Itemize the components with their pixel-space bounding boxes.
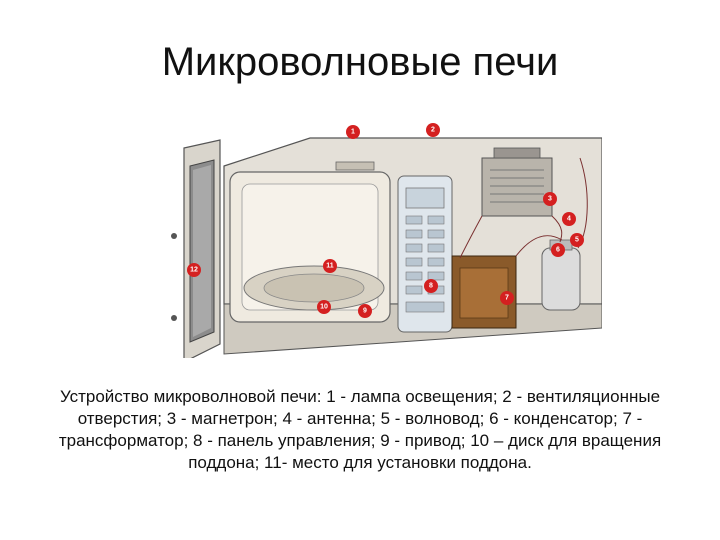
oven-cavity [229, 161, 391, 323]
magnetron [481, 147, 553, 217]
callout-markers: 1 2 3 4 5 6 7 8 9 10 11 12 [187, 123, 584, 318]
marker-4: 4 [567, 216, 571, 223]
marker-3: 3 [548, 196, 552, 203]
marker-11: 11 [326, 263, 334, 270]
marker-5: 5 [575, 237, 579, 244]
figure-caption: Устройство микроволновой печи: 1 - лампа… [58, 387, 662, 472]
marker-6: 6 [556, 247, 560, 254]
control-panel [397, 175, 453, 333]
marker-10: 10 [320, 304, 328, 311]
marker-8: 8 [429, 283, 433, 290]
marker-1: 1 [351, 129, 355, 136]
microwave-diagram: 1 2 3 4 5 6 7 8 9 10 11 12 [171, 123, 602, 358]
marker-12: 12 [190, 267, 198, 274]
marker-7: 7 [505, 295, 509, 302]
marker-9: 9 [363, 308, 367, 315]
slide-title: Микроволновые печи [161, 40, 559, 84]
microwave-door [171, 139, 221, 358]
marker-2: 2 [431, 127, 435, 134]
